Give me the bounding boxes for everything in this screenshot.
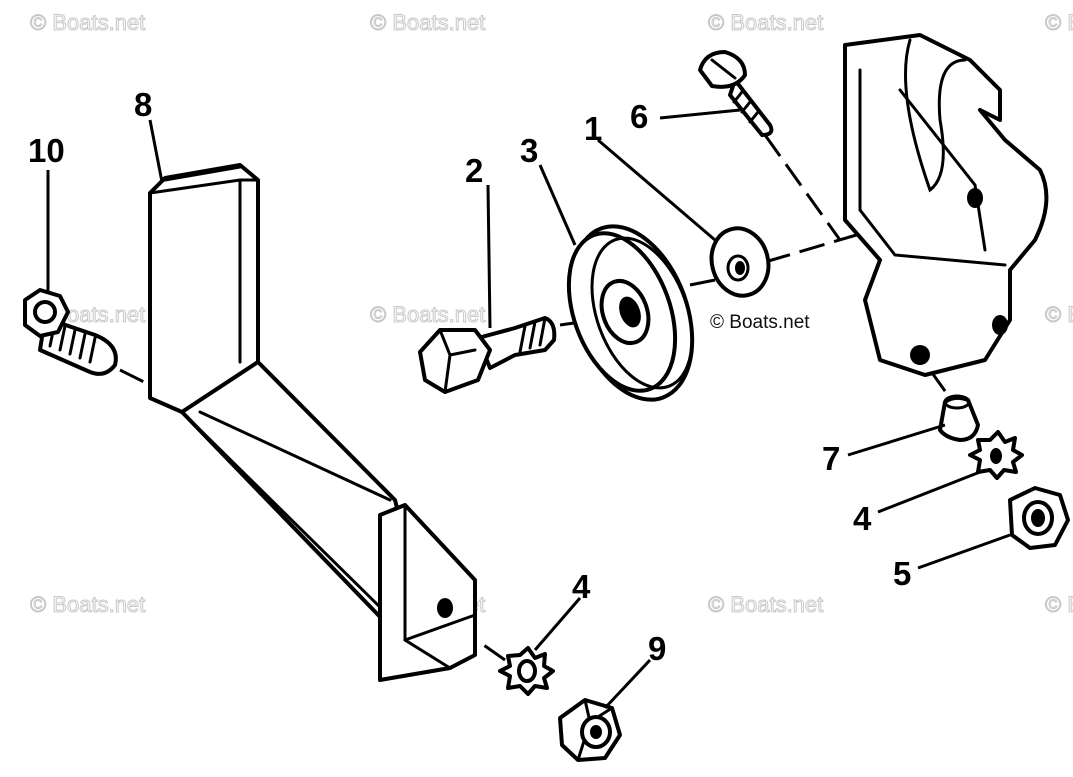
watermark-text: © Boats.net <box>370 302 485 327</box>
screw-part-6 <box>698 50 774 137</box>
pulley-part-3 <box>566 224 695 402</box>
callout-4-left: 4 <box>572 568 591 605</box>
watermark-text: © Boats.net <box>708 10 823 35</box>
watermark-text: © Boats.net <box>1045 302 1073 327</box>
hex-nut-part-5 <box>1008 486 1070 550</box>
shoulder-bolt-part-2 <box>418 316 557 394</box>
callout-8: 8 <box>134 86 152 123</box>
watermark-text: © Boats.net <box>370 10 485 35</box>
washer-part-1 <box>709 226 771 298</box>
callout-5: 5 <box>893 555 911 592</box>
callout-3: 3 <box>520 132 538 169</box>
leader-lines <box>46 108 1011 710</box>
watermark-text: © Boats.net <box>30 10 145 35</box>
callout-6: 6 <box>630 98 648 135</box>
callout-4-right: 4 <box>853 500 872 537</box>
pin-part-7 <box>938 394 980 442</box>
mounting-bracket <box>843 33 1049 377</box>
callout-10: 10 <box>28 132 65 169</box>
watermark-text: © Boats.net <box>1045 592 1073 617</box>
star-washer-part-4-right <box>968 430 1024 480</box>
star-washer-part-4-left <box>498 646 555 696</box>
callout-7: 7 <box>822 440 840 477</box>
callout-9: 9 <box>648 630 666 667</box>
callout-labels: 10 8 2 3 1 6 7 4 5 4 9 <box>28 86 911 667</box>
callout-1: 1 <box>584 110 602 147</box>
watermark-center-text: © Boats.net <box>710 312 810 333</box>
watermark-text: © Boats.net <box>1045 10 1073 35</box>
hex-nut-part-9 <box>558 698 622 762</box>
callout-2: 2 <box>465 152 483 189</box>
bolt-part-10 <box>23 288 118 376</box>
watermark-text: © Boats.net <box>708 592 823 617</box>
watermark-text: © Boats.net <box>30 592 145 617</box>
bracket-part-8 <box>148 163 477 682</box>
